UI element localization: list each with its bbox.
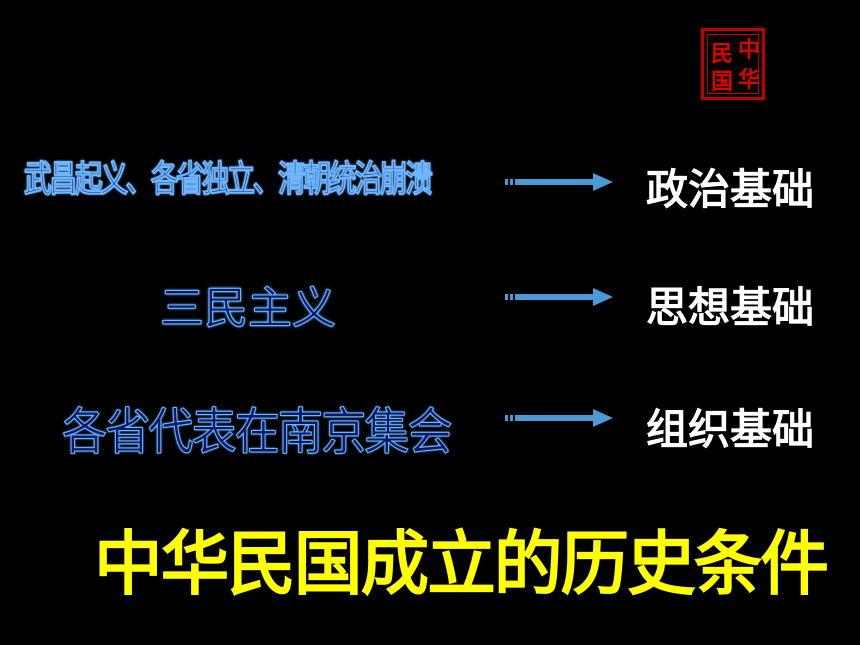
row-3-foundation-label: 组织基础 (646, 405, 815, 454)
row-1-arrow-icon (505, 173, 613, 191)
row-1-foundation-label: 政治基础 (646, 165, 815, 214)
seal-char-bottom-left: 国 (710, 69, 733, 95)
row-2-event-text: 三民主义 (160, 283, 337, 335)
seal-char-top-left: 民 (710, 41, 733, 67)
seal-char-top-right: 中 (737, 37, 760, 63)
row-3-event-text: 各省代表在南京集会 (62, 403, 453, 462)
row-1-event-text: 武昌起义、各省独立、清朝统治崩溃 (24, 158, 434, 201)
seal-stamp: 中 民 华 国 (701, 28, 765, 100)
row-2-arrow-icon (505, 288, 613, 306)
row-2-foundation-label: 思想基础 (646, 283, 815, 332)
seal-char-bottom-right: 华 (737, 67, 760, 93)
seal-inner-border (707, 34, 759, 94)
row-3-arrow-icon (505, 409, 613, 427)
slide-title: 中华民国成立的历史条件 (94, 522, 829, 605)
